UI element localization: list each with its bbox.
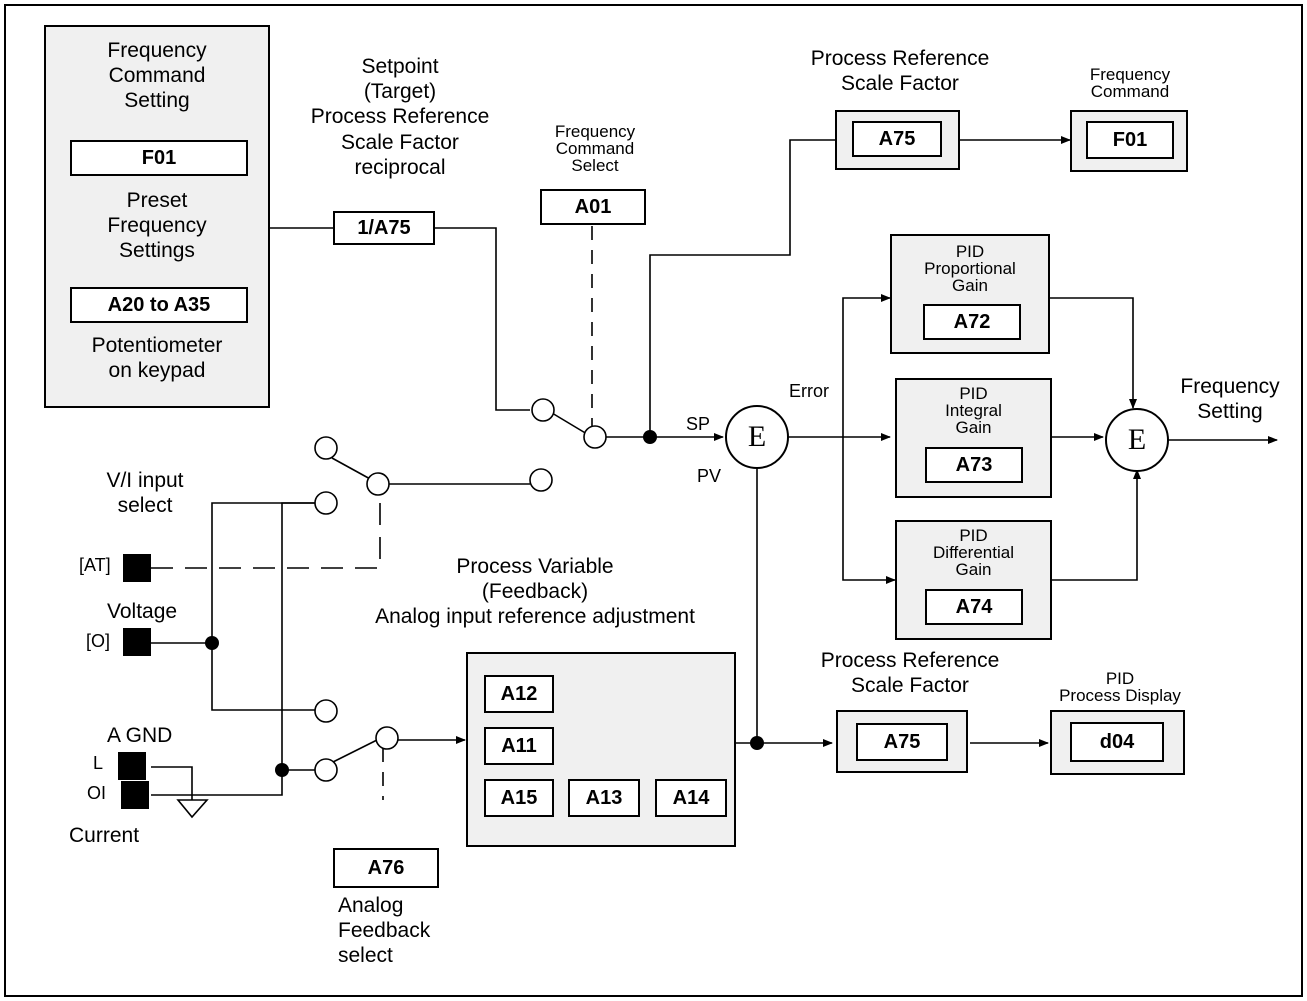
output-summer-symbol: E [1127,423,1147,456]
error-summer-symbol: E [747,420,767,453]
a12-box: A12 [484,675,554,713]
diagram-frame [4,4,1303,997]
command-source-panel [44,25,270,408]
o-label: [O] [86,631,111,651]
error-summer [725,405,789,469]
a01-box: A01 [540,189,646,225]
l-label: L [93,753,104,773]
oi-label: OI [87,783,107,803]
potentiometer-label: Potentiometer on keypad [91,334,223,383]
vi-select-label: V/I input select [106,469,184,518]
f01-box: F01 [70,140,248,176]
agnd-label: A GND [107,724,173,747]
scale-top-label: Process Reference Scale Factor [810,47,990,96]
a72-box: A72 [923,304,1021,340]
a74-box: A74 [925,589,1023,625]
sp-label: SP [686,414,711,434]
a75-bottom-box: A75 [856,723,948,761]
a76-box: A76 [333,848,439,888]
f01-command-box: F01 [1086,121,1174,159]
a73-box: A73 [925,447,1023,483]
voltage-label: Voltage [107,600,178,623]
a13-box: A13 [568,779,640,817]
at-label: [AT] [79,555,111,575]
pid-d-label: PID Differential Gain [933,526,1014,579]
o-terminal [123,628,151,656]
setpoint-label: Setpoint (Target) Process Reference Scal… [310,55,490,179]
freq-command-setting-label: Frequency Command Setting [107,39,207,113]
l-terminal [118,752,146,780]
pid-i-panel [895,378,1052,498]
reciprocal-box: 1/A75 [333,211,435,245]
a15-box: A15 [484,779,554,817]
a11-box: A11 [484,727,554,765]
error-label: Error [789,381,829,401]
at-terminal [123,554,151,582]
frequency-setting-label: Frequency Setting [1180,375,1280,424]
preset-freq-label: Preset Frequency Settings [107,189,207,263]
pid-p-label: PID Proportional Gain [924,242,1016,295]
output-summer [1105,408,1169,472]
oi-terminal [121,781,149,809]
d04-box: d04 [1070,722,1164,762]
a14-box: A14 [655,779,727,817]
scale-bottom-label: Process Reference Scale Factor [820,649,1000,698]
feedback-label: Process Variable (Feedback) Analog input… [375,555,695,629]
pv-label: PV [697,466,722,486]
pid-i-label: PID Integral Gain [945,384,1002,437]
ground-symbol [176,799,209,819]
a75-top-box: A75 [852,121,942,157]
pid-display-label: PID Process Display [1059,669,1181,705]
current-label: Current [69,824,140,847]
a20-a35-box: A20 to A35 [70,287,248,323]
freq-select-label: Frequency Command Select [554,122,636,175]
freq-command-label: Frequency Command [1089,65,1171,101]
analog-select-label: Analog Feedback select [338,894,431,968]
